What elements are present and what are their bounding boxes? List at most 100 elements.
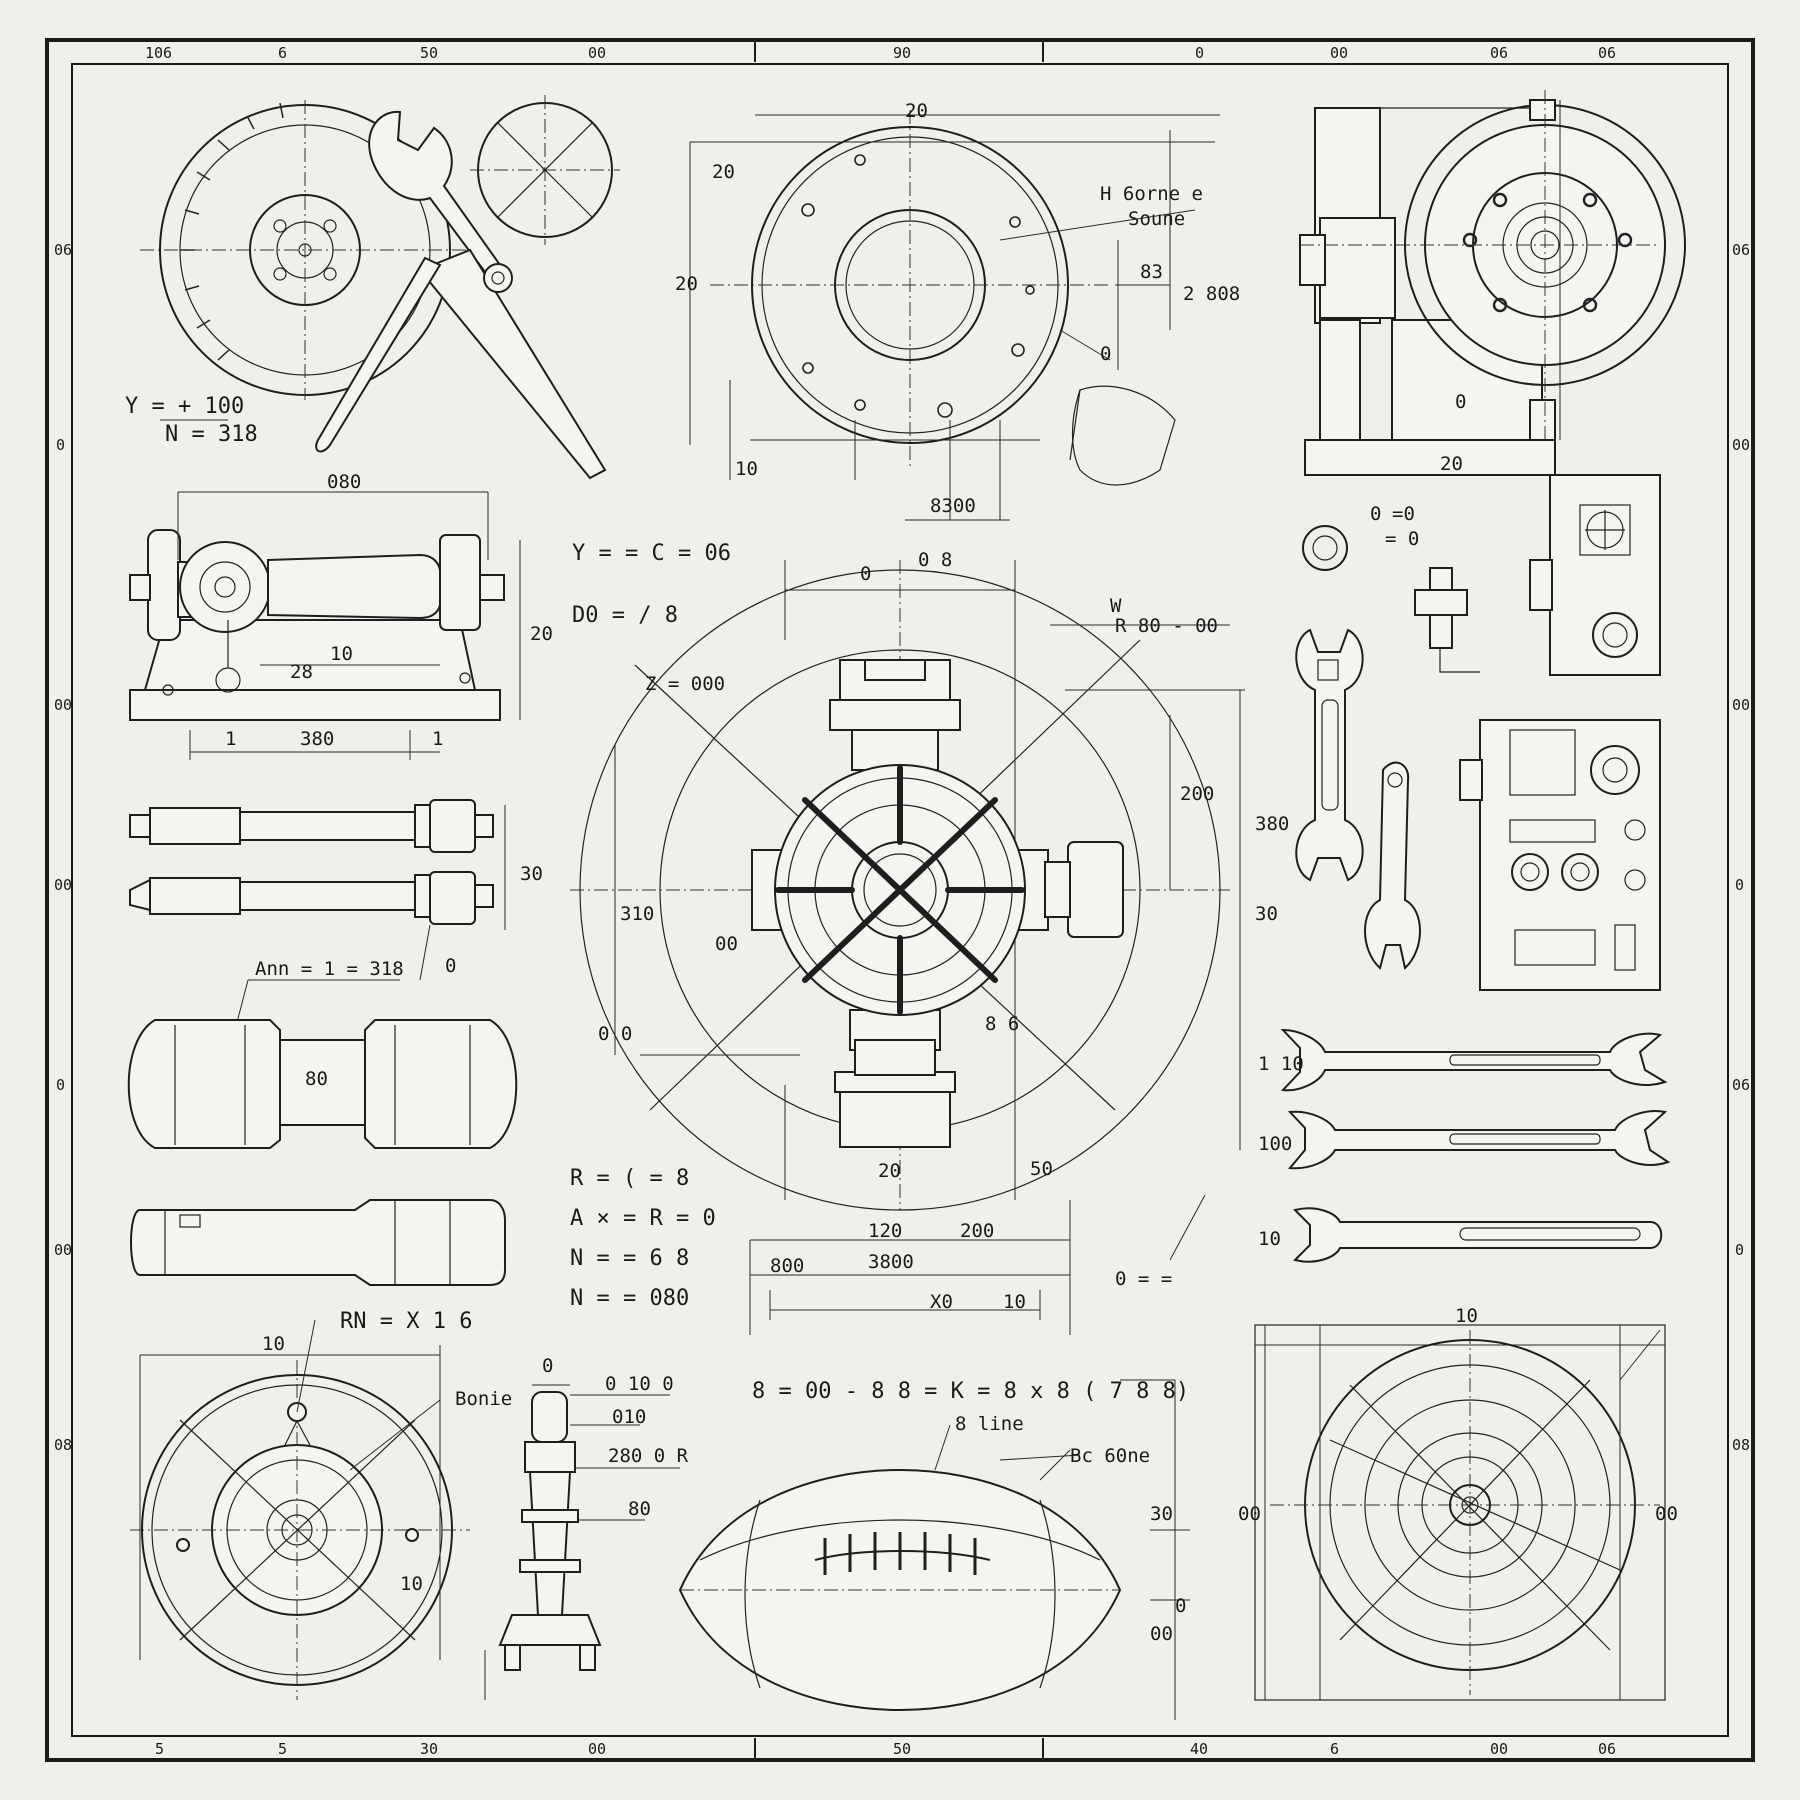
small-parts-drawing: 0 =0 = 0	[1302, 474, 1661, 991]
center-right-1: W	[1110, 595, 1122, 617]
pin-note-4: 80	[628, 1498, 651, 1520]
ruler-top-label: 06	[1598, 44, 1616, 62]
shaft-dim-label: 30	[520, 863, 543, 885]
ruler-bottom-label: 5	[155, 1740, 164, 1758]
center-side-2: 30	[1255, 903, 1278, 925]
pump-bottom-label: 20	[1440, 453, 1463, 475]
pin-top-label: 0	[542, 1355, 553, 1377]
ruler-bottom: 5 5 30 00 50 40 6 00 06	[155, 1740, 1616, 1758]
ruler-right-label: 00	[1732, 436, 1750, 454]
center-left-3: 0 0	[598, 1023, 632, 1045]
ruler-left-label: 08	[54, 1436, 72, 1454]
concentric-disc-drawing: 10 00 00	[1238, 1305, 1678, 1701]
shaft-note-2: 0	[445, 955, 456, 977]
center-left-1: 310	[620, 903, 654, 925]
center-dim-5: X0	[930, 1291, 953, 1313]
center-top-2: 0 8	[918, 549, 952, 571]
wrench-dim-3: 10	[1258, 1228, 1281, 1250]
ring-note-1: H 6orne e	[1100, 183, 1203, 205]
ruler-top-label: 0	[1195, 44, 1204, 62]
center-dim-3: 3800	[868, 1251, 914, 1273]
roller-dim-label: 80	[305, 1068, 328, 1090]
ruler-right-label: 06	[1732, 1076, 1750, 1094]
ruler-top-label: 00	[1330, 44, 1348, 62]
lathe-bottom-right: 1	[432, 728, 443, 750]
bl-dim-label: 10	[262, 1333, 285, 1355]
ruler-bottom-label: 00	[588, 1740, 606, 1758]
football-side-2: 0	[1175, 1595, 1186, 1617]
ruler-right-label: 00	[1732, 696, 1750, 714]
ruler-bottom-label: 50	[893, 1740, 911, 1758]
football-note-2: Bc 60ne	[1070, 1445, 1150, 1467]
lathe-bottom-left: 1	[225, 728, 236, 750]
shafts-drawing: 30 Ann = 1 = 318 0	[129, 799, 543, 1031]
lathe-height-label: 20	[530, 623, 553, 645]
bl-note: Bonie	[455, 1388, 512, 1410]
lathe-mid-2: 10	[330, 643, 353, 665]
equation-top-2: D0 = / 8	[572, 603, 678, 628]
ring-side-2: 2 808	[1183, 283, 1240, 305]
pin-stand-drawing: 0 0 10 0 010 280 0 R 80	[484, 1355, 689, 1700]
pin-note-3: 280 0 R	[608, 1445, 689, 1467]
ring-drawing: 20 20 20 10 8300 H 6orne e Soune 83 2 80…	[675, 100, 1240, 521]
equation-mid-3: N = = 6 8	[570, 1246, 689, 1271]
ruler-right-label: 0	[1735, 876, 1744, 894]
center-top-1: 0	[860, 563, 871, 585]
disc-top-label: 10	[1455, 1305, 1478, 1327]
center-right-2: R 80 - 00	[1115, 615, 1218, 637]
ruler-top-label: 50	[420, 44, 438, 62]
disc-assembly-drawing: RN = X 1 6 10 Bonie 10	[130, 1309, 512, 1700]
wrench-note: 0 = =	[1115, 1268, 1172, 1290]
roller-drawing: 80	[127, 1019, 518, 1149]
center-dim-4: 800	[770, 1255, 804, 1277]
shaft-note: Ann = 1 = 318	[255, 958, 404, 980]
ruler-left-label: 00	[54, 876, 72, 894]
equation-top-1: Y = = C = 06	[572, 541, 731, 566]
gauge-scale	[180, 102, 284, 361]
equation-mid-2: A × = R = 0	[570, 1206, 716, 1231]
central-pump-drawing: 0 0 8 W R 80 - 00 Z = 000 380 30 200 8 6…	[570, 549, 1289, 1335]
ring-bottom-dim: 8300	[930, 495, 976, 517]
lathe-mid-1: 28	[290, 661, 313, 683]
football-side-3: 00	[1150, 1623, 1173, 1645]
ruler-top: 106 6 50 00 90 0 00 06 06	[145, 44, 1616, 62]
center-side-3: 200	[1180, 783, 1214, 805]
ring-side-3: 0	[1100, 343, 1111, 365]
ruler-bottom-label: 5	[278, 1740, 287, 1758]
small-part-label-2: =0	[1392, 503, 1415, 525]
ruler-left-label: 0	[56, 1076, 65, 1094]
ring-height-label: 20	[675, 273, 698, 295]
wrenches-small-drawing	[1295, 628, 1421, 970]
wrenches-long-drawing: 1 10 100 10 0 = =	[1115, 1028, 1671, 1290]
ruler-left-label: 00	[54, 696, 72, 714]
outer-frame	[45, 38, 1755, 1762]
center-side-1: 380	[1255, 813, 1289, 835]
football-equation: 8 = 00 - 8 8 = K = 8 x 8 ( 7 8 8)	[752, 1379, 1189, 1404]
small-part-label-1: 0	[1370, 503, 1381, 525]
ruler-left-label: 00	[54, 1241, 72, 1259]
ruler-right-label: 0	[1735, 1241, 1744, 1259]
bl-title: RN = X 1 6	[340, 1309, 472, 1334]
football-drawing: 8 = 00 - 8 8 = K = 8 x 8 ( 7 8 8) 8 line…	[678, 1379, 1190, 1720]
ruler-bottom-label: 00	[1490, 1740, 1508, 1758]
ruler-bottom-label: 6	[1330, 1740, 1339, 1758]
ruler-right-label: 08	[1732, 1436, 1750, 1454]
ruler-left: 06 0 00 00 0 00 08	[54, 241, 72, 1454]
ruler-bottom-label: 30	[420, 1740, 438, 1758]
wrench-dim-2: 100	[1258, 1133, 1292, 1155]
ruler-right: 06 00 00 0 06 0 08	[1732, 241, 1750, 1454]
center-low-1: 20	[878, 1160, 901, 1182]
center-side-4: 8 6	[985, 1013, 1019, 1035]
center-diagonal: Z = 000	[645, 673, 725, 695]
ruler-top-label: 06	[1490, 44, 1508, 62]
inner-frame	[71, 63, 1729, 1737]
ring-top-label: 20	[905, 100, 928, 122]
ruler-right-label: 06	[1732, 241, 1750, 259]
bl-side-label: 10	[400, 1573, 423, 1595]
lathe-bottom-label: 380	[300, 728, 334, 750]
ring-left-label: 20	[712, 161, 735, 183]
disc-left-label: 00	[1238, 1503, 1261, 1525]
gauge-equation-1: Y = + 100	[125, 394, 244, 419]
